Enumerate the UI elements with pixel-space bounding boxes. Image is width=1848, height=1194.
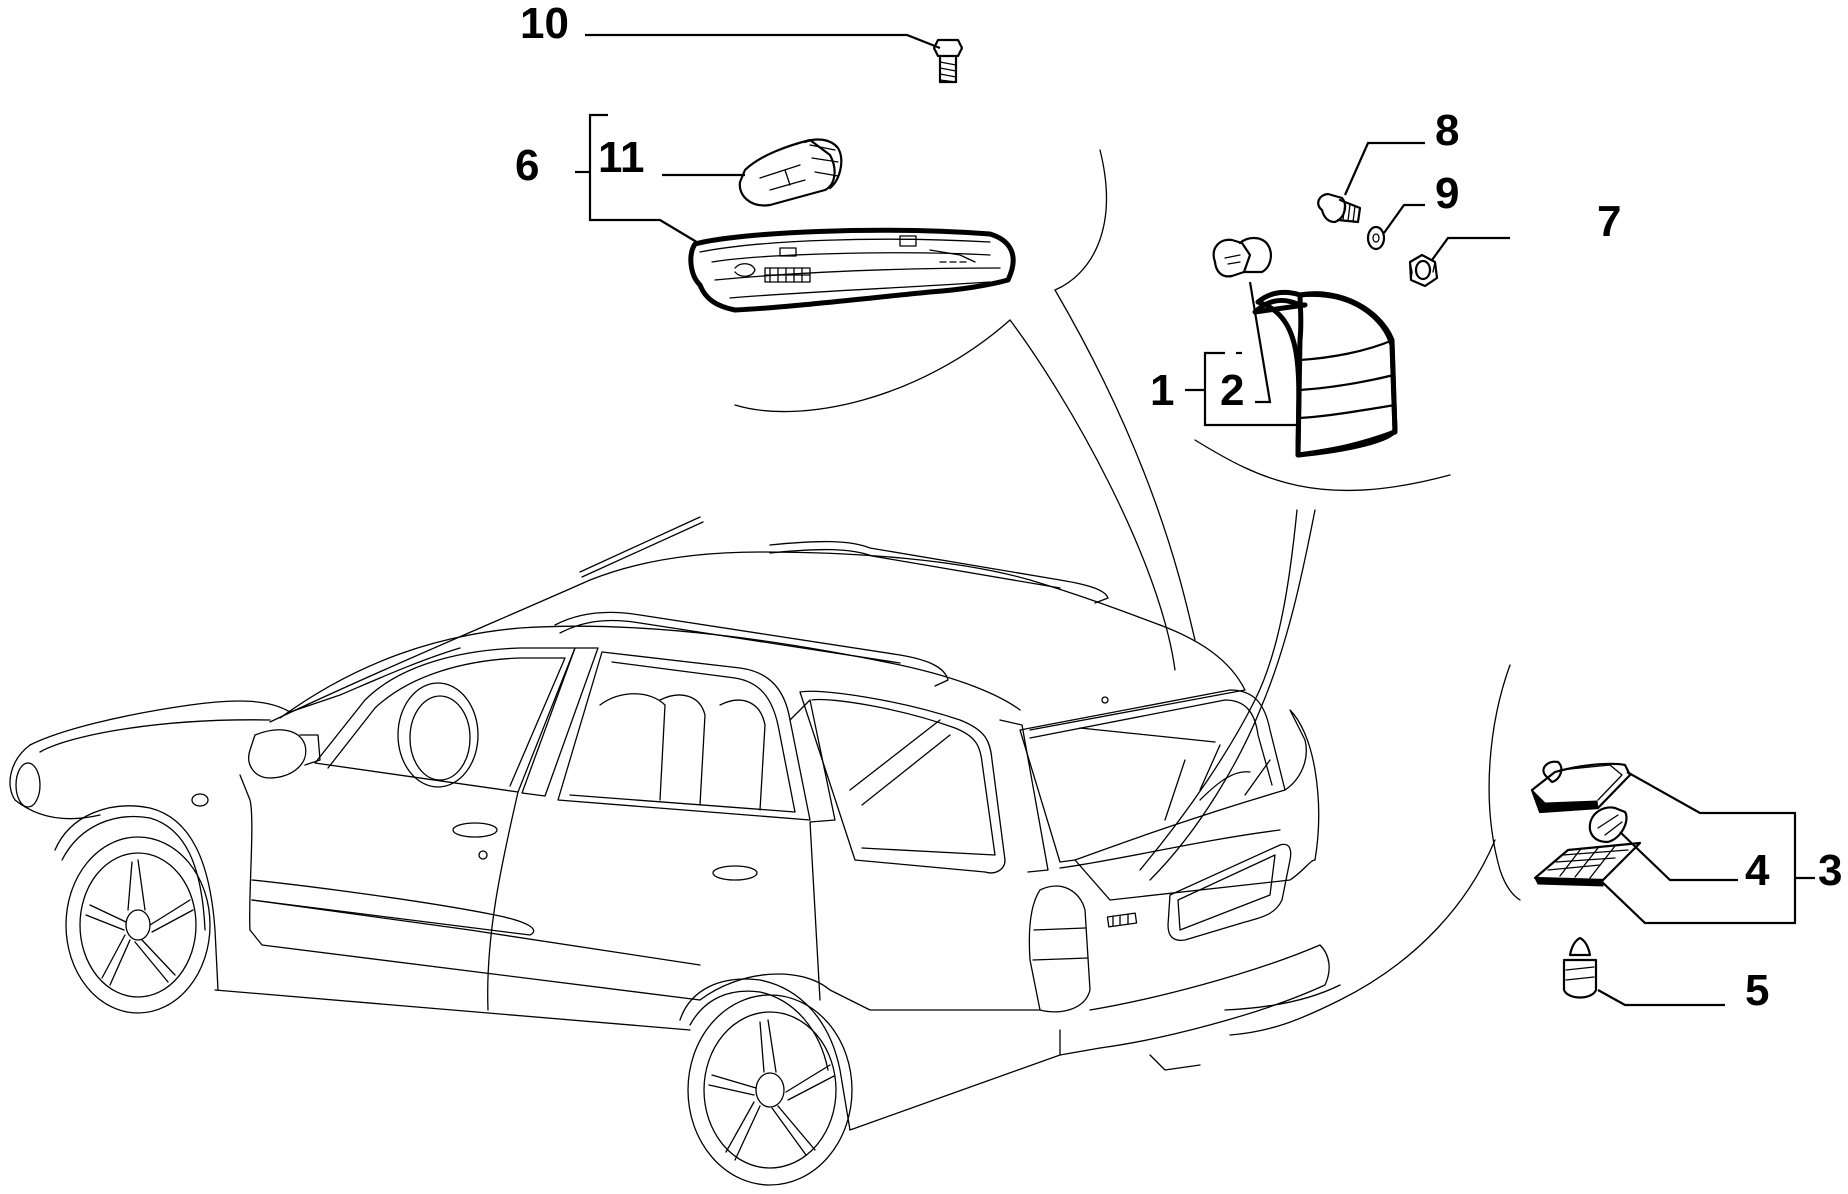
screw-part-5 bbox=[1562, 936, 1598, 999]
callout-1: 1 bbox=[1150, 366, 1174, 415]
callout-10: 10 bbox=[520, 0, 569, 48]
callout-3: 3 bbox=[1818, 846, 1842, 895]
callout-7: 7 bbox=[1597, 197, 1621, 246]
callout-6: 6 bbox=[515, 141, 539, 190]
leader-lines bbox=[575, 33, 1815, 1007]
lamp-lens-part-4 bbox=[1588, 806, 1628, 844]
license-lamp-part-3 bbox=[1530, 760, 1632, 814]
bolt-part-10 bbox=[932, 38, 964, 84]
zoom-envelopes bbox=[734, 149, 1521, 1036]
callout-8: 8 bbox=[1435, 106, 1459, 155]
callout-11: 11 bbox=[598, 133, 645, 182]
callout-labels: 10 6 11 1 2 8 9 7 4 3 5 bbox=[515, 0, 1842, 1015]
stud-part-8 bbox=[1317, 192, 1362, 224]
high-mount-stop-lamp-part-6 bbox=[688, 227, 1016, 313]
tail-lamp-part-1 bbox=[1252, 289, 1398, 458]
bulb-part-2 bbox=[1212, 236, 1272, 278]
callout-4: 4 bbox=[1745, 846, 1770, 895]
lamp-plate bbox=[1533, 841, 1642, 887]
callout-5: 5 bbox=[1745, 966, 1769, 1015]
station-wagon-car bbox=[9, 516, 1330, 1186]
washer-part-9 bbox=[1366, 225, 1386, 251]
nut-part-7 bbox=[1408, 253, 1439, 288]
wedge-bulb-part-11 bbox=[738, 138, 843, 207]
callout-2: 2 bbox=[1220, 366, 1244, 415]
callout-9: 9 bbox=[1435, 169, 1459, 218]
